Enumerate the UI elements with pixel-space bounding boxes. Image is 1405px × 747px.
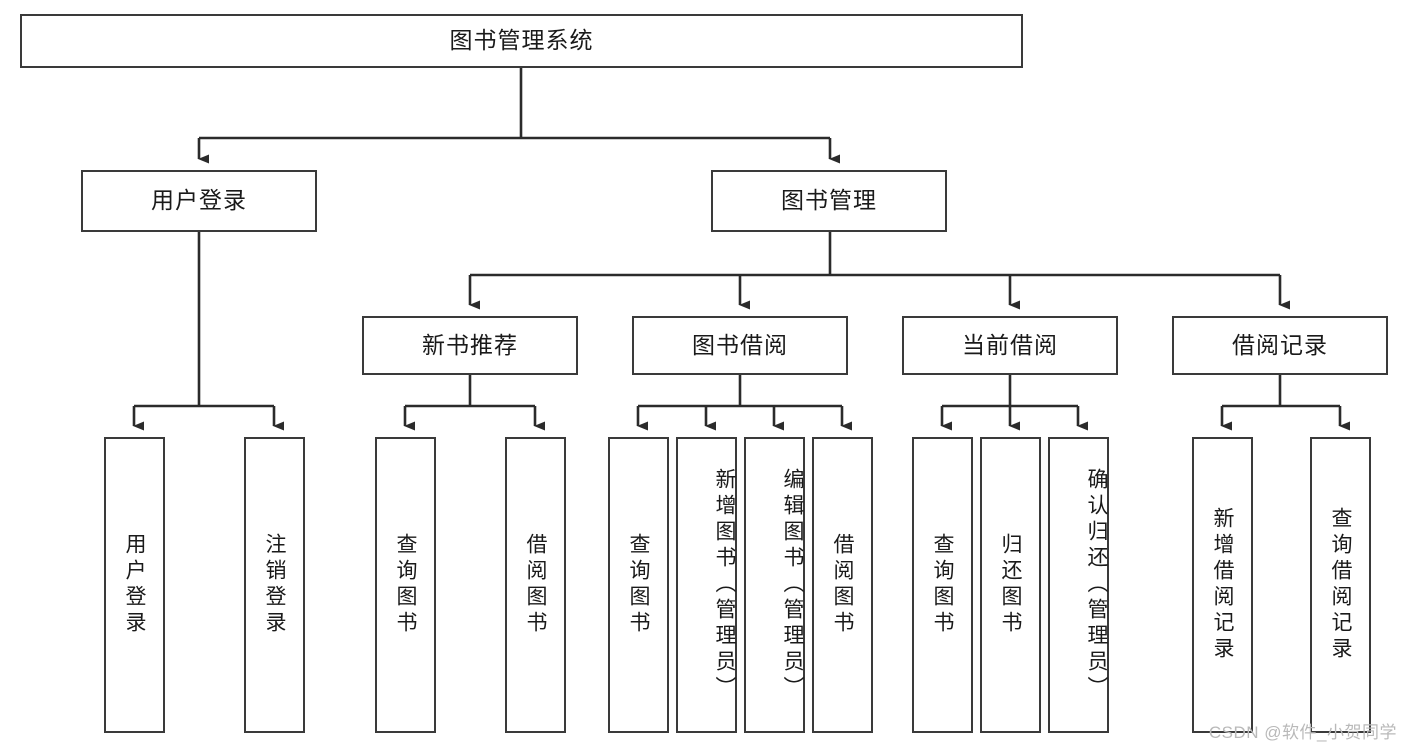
node-label: 图书管理 (781, 187, 877, 214)
node-label: 当前借阅 (962, 331, 1058, 358)
node-borrow-record[interactable]: 借阅记录 (1172, 316, 1388, 375)
node-label: 借阅图书 (831, 533, 854, 637)
node-label: 查询图书 (394, 533, 417, 637)
leaf-query-borrow-record[interactable]: 查询借阅记录 (1310, 437, 1371, 733)
node-label: 图书管理系统 (449, 27, 594, 54)
leaf-query-book-recommend[interactable]: 查询图书 (375, 437, 436, 733)
leaf-user-login[interactable]: 用户登录 (104, 437, 165, 733)
node-user-login[interactable]: 用户登录 (81, 170, 317, 232)
node-label: 图书借阅 (692, 331, 788, 358)
leaf-return-book[interactable]: 归还图书 (980, 437, 1041, 733)
node-label: 新书推荐 (422, 331, 518, 358)
leaf-edit-book-admin[interactable]: 编辑图书（管理员） (744, 437, 805, 733)
node-label: 新增借阅记录 (1211, 507, 1234, 663)
node-label: 用户登录 (123, 533, 146, 637)
leaf-borrow-book-recommend[interactable]: 借阅图书 (505, 437, 566, 733)
node-book-borrow[interactable]: 图书借阅 (632, 316, 848, 375)
leaf-add-book-admin[interactable]: 新增图书（管理员） (676, 437, 737, 733)
leaf-query-book-borrow[interactable]: 查询图书 (608, 437, 669, 733)
node-label: 用户登录 (151, 187, 247, 214)
node-label: 借阅记录 (1232, 331, 1328, 358)
node-label: 借阅图书 (524, 533, 547, 637)
node-label: 归还图书 (999, 533, 1022, 637)
leaf-query-book-current[interactable]: 查询图书 (912, 437, 973, 733)
node-label: 查询图书 (931, 533, 954, 637)
leaf-borrow-book[interactable]: 借阅图书 (812, 437, 873, 733)
node-label: 查询借阅记录 (1329, 507, 1352, 663)
node-label: 确认归还（管理员） (1085, 468, 1108, 702)
leaf-user-logout[interactable]: 注销登录 (244, 437, 305, 733)
node-current-borrow[interactable]: 当前借阅 (902, 316, 1118, 375)
node-label: 编辑图书（管理员） (781, 468, 804, 702)
node-label: 查询图书 (627, 533, 650, 637)
leaf-add-borrow-record[interactable]: 新增借阅记录 (1192, 437, 1253, 733)
node-book-management[interactable]: 图书管理 (711, 170, 947, 232)
node-label: 注销登录 (263, 533, 286, 637)
leaf-confirm-return-admin[interactable]: 确认归还（管理员） (1048, 437, 1109, 733)
node-root-system[interactable]: 图书管理系统 (20, 14, 1023, 68)
node-new-book-recommend[interactable]: 新书推荐 (362, 316, 578, 375)
watermark: CSDN @软件_小贺同学 (1208, 723, 1397, 742)
node-label: 新增图书（管理员） (713, 468, 736, 702)
